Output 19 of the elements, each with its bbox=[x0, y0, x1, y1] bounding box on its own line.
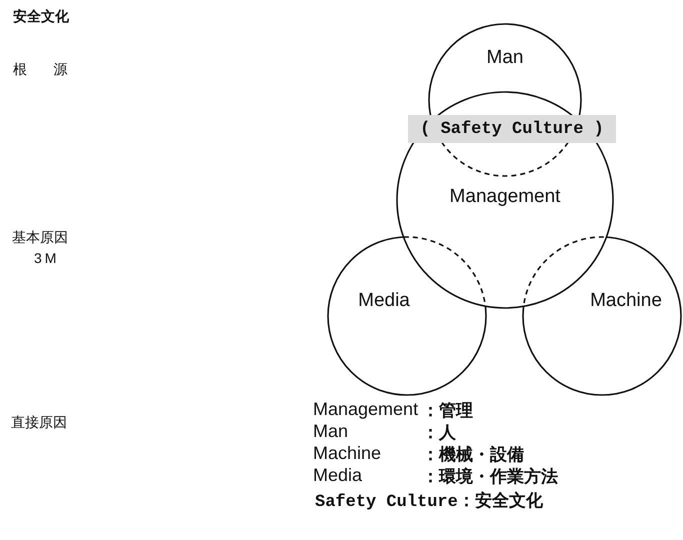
legend-meaning: ：管理 bbox=[422, 400, 473, 422]
circle-label: Machine bbox=[590, 290, 662, 312]
row-label: 直接原因 bbox=[11, 414, 67, 432]
circle-label: Man bbox=[486, 47, 524, 69]
legend-meaning: ：機械・設備 bbox=[422, 444, 524, 466]
band-label: ( Safety Culture ) bbox=[420, 120, 604, 138]
row-label: 根 源 bbox=[13, 61, 68, 79]
legend-meaning: ：環境・作業方法 bbox=[422, 466, 558, 488]
legend-term: Machine bbox=[313, 443, 382, 464]
row-label: 基本原因 bbox=[12, 229, 68, 247]
circle-label: Management bbox=[450, 186, 560, 208]
heading-text: 安全文化 bbox=[13, 8, 69, 26]
legend-note: Safety Culture：安全文化 bbox=[315, 490, 543, 512]
circle-label: Media bbox=[358, 290, 410, 312]
legend-term: Media bbox=[313, 465, 362, 486]
row-label: 3M bbox=[34, 250, 60, 266]
legend-meaning: ：人 bbox=[422, 422, 456, 444]
legend-term: Management bbox=[313, 399, 418, 420]
legend-term: Man bbox=[313, 421, 348, 442]
